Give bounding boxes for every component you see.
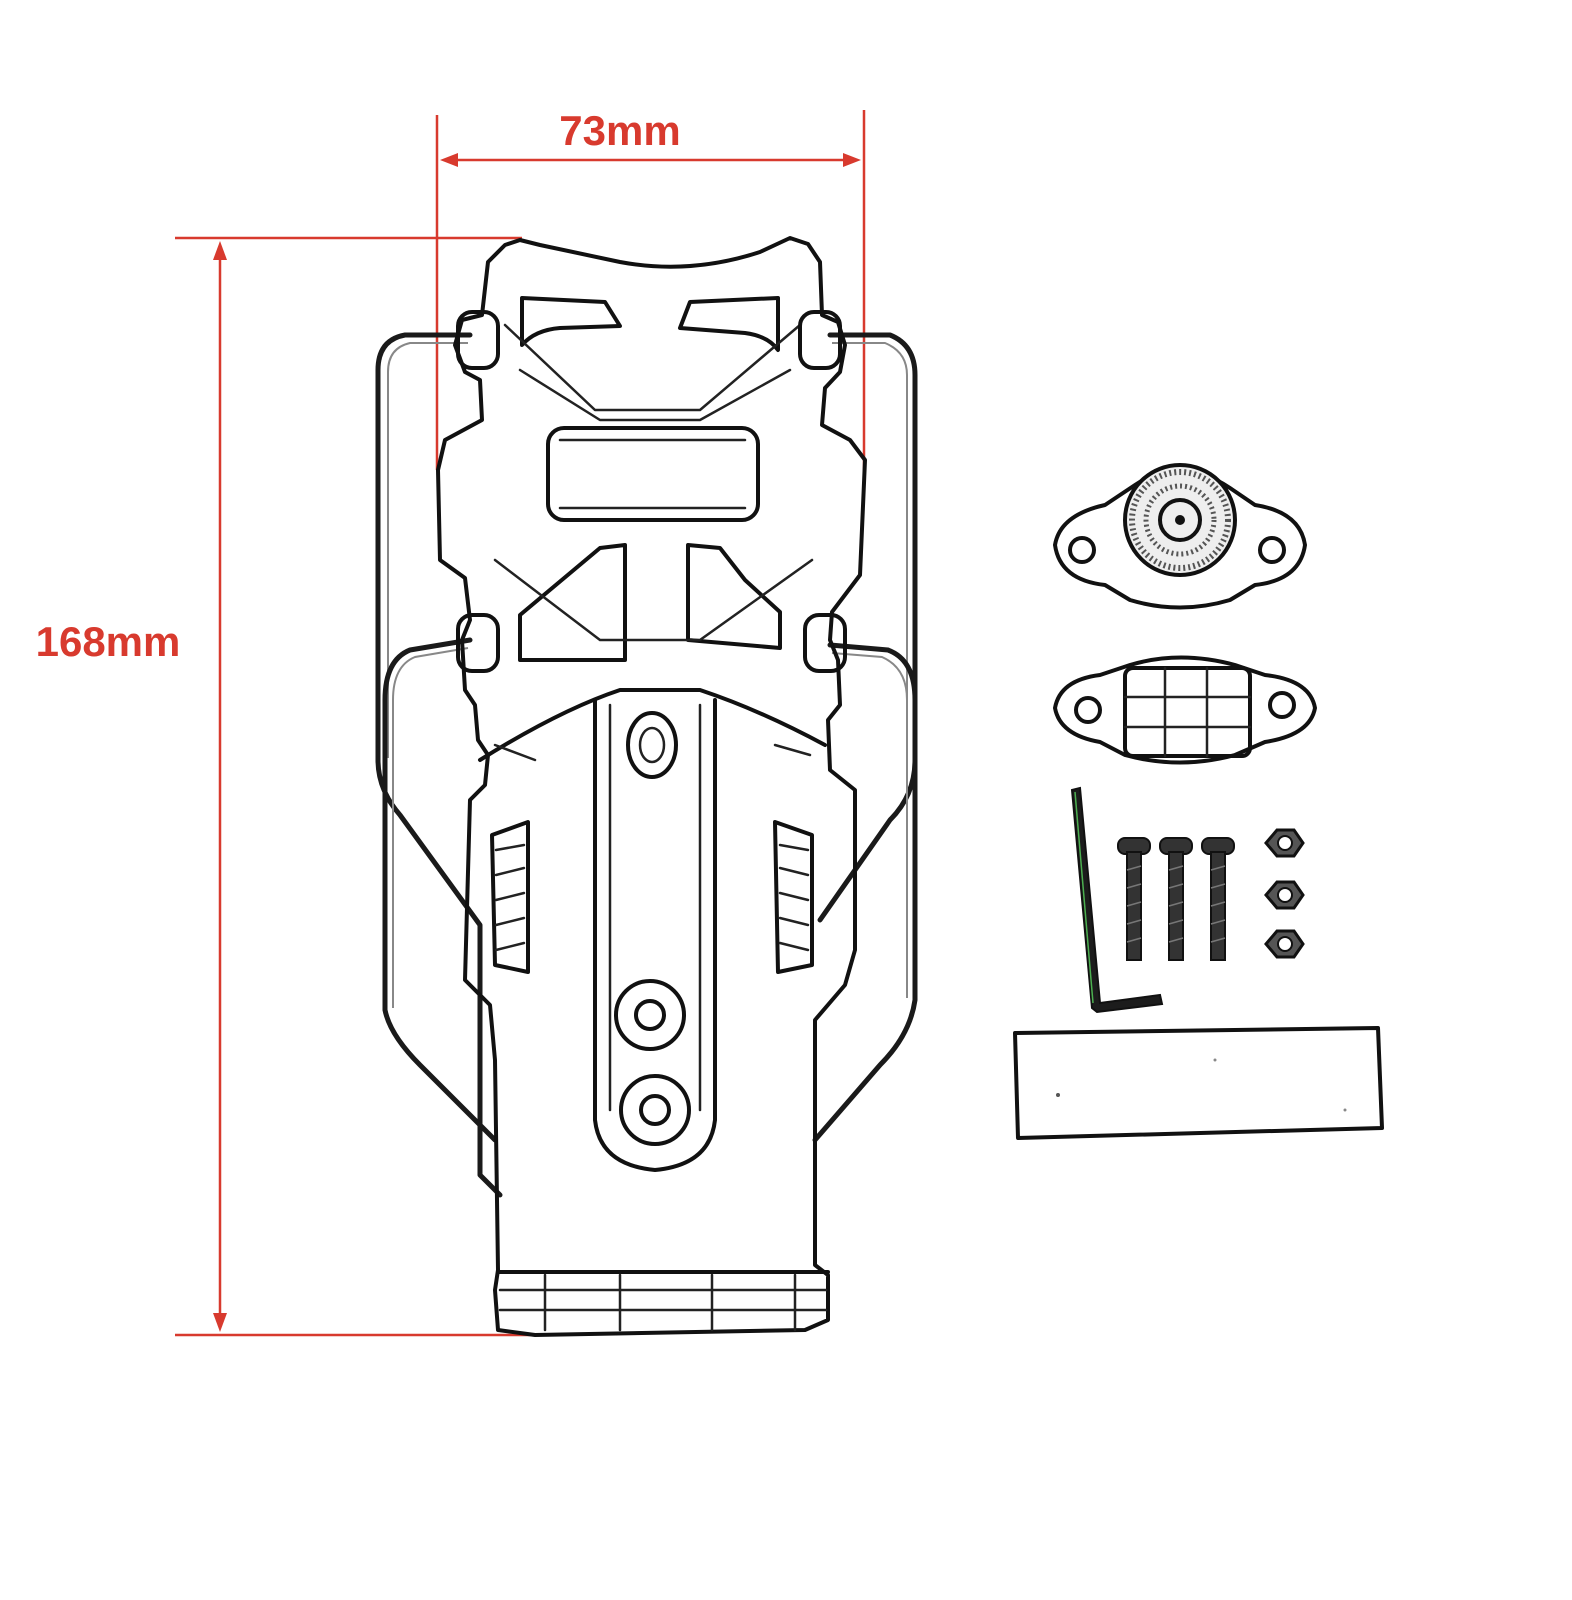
adhesive-pad-icon: [1013, 1026, 1384, 1140]
allen-key-icon: [1070, 786, 1164, 1014]
nut-icon: [1264, 828, 1305, 959]
holster-icon: [375, 236, 918, 1337]
height-dimension-label: 168mm: [36, 618, 181, 665]
height-dimension: [175, 236, 548, 1337]
grip-panel-icon: [490, 820, 814, 974]
grid-mount-icon: [1053, 655, 1317, 765]
hinge-knuckle-icon: [456, 310, 847, 673]
width-dimension: [435, 110, 866, 472]
mounting-hole-icon: [614, 711, 691, 1146]
round-mount-icon: [1053, 463, 1307, 610]
screw-icon: [1117, 837, 1235, 961]
width-dimension-label: 73mm: [559, 107, 680, 154]
